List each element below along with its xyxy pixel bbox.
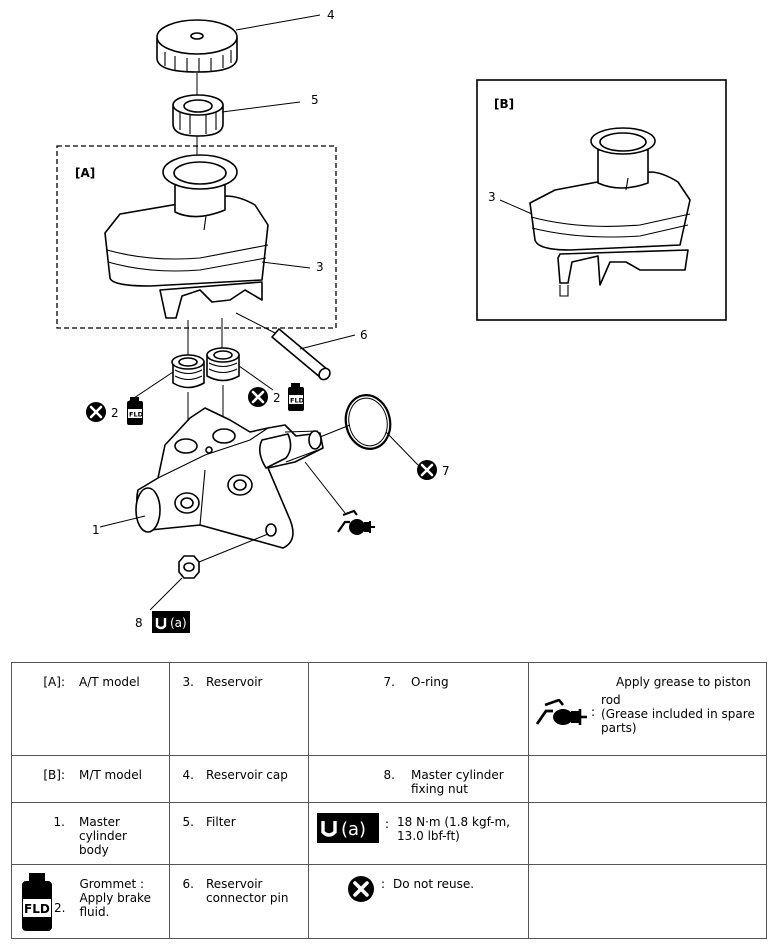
legend-value: Filter (206, 815, 236, 829)
legend-value: Master cylinder fixing nut (411, 768, 504, 796)
svg-text:FLD: FLD (24, 902, 50, 916)
legend-value: A/T model (79, 675, 140, 689)
legend-colon: : (385, 817, 390, 831)
callout-3b: 3 (488, 190, 496, 204)
callout-6: 6 (360, 328, 368, 342)
legend-value: Master cylinder body (79, 815, 127, 857)
legend-colon: : (591, 705, 596, 719)
callout-7: 7 (442, 464, 450, 478)
grommet-right (206, 347, 240, 382)
legend-key: 8. (383, 768, 395, 782)
legend-row: FLD 2. Grommet : Apply brake fluid. 6. Re… (11, 864, 767, 939)
grease-icon (337, 509, 375, 535)
callout-2a: 2 (111, 406, 119, 420)
connector-pin (271, 328, 331, 381)
do-not-reuse-icon (348, 876, 374, 902)
legend-value: M/T model (79, 768, 142, 782)
legend-key: [B]: (43, 768, 65, 782)
legend-value: Grommet : Apply brake fluid. (79, 877, 151, 919)
callout-8: 8 (135, 616, 143, 630)
svg-text:FLD: FLD (129, 411, 144, 419)
reservoir-cap (156, 19, 238, 73)
grease-note-line3: (Grease included in spare parts) (601, 707, 755, 735)
legend-value: Do not reuse. (393, 877, 475, 891)
brake-fluid-icon: FLD (22, 873, 52, 931)
torque-wrench-icon: (a) (317, 813, 379, 843)
callout-3a: 3 (316, 260, 324, 274)
reservoir-at (104, 154, 269, 319)
legend-value: Reservoir (206, 675, 263, 689)
mt-model-frame (476, 79, 727, 321)
legend-key: [A]: (43, 675, 65, 689)
box-a-label: [A] (75, 166, 95, 180)
callout-5: 5 (311, 93, 319, 107)
do-not-reuse-icon (86, 402, 106, 422)
master-cylinder-body (135, 407, 324, 549)
brake-fluid-icon: FLD (288, 383, 305, 411)
legend-key: 1. (53, 815, 65, 829)
legend-value: Reservoir cap (206, 768, 288, 782)
fixing-nut (178, 555, 200, 579)
svg-text:(a): (a) (341, 819, 366, 840)
legend-value: 18 N·m (1.8 kgf-m, 13.0 lbf-ft) (397, 815, 510, 843)
callout-2b: 2 (273, 391, 281, 405)
o-ring (344, 394, 392, 450)
legend-key: 7. (383, 675, 395, 689)
legend-table: [A]: A/T model 3. Reservoir 7. O-ring Apply… (11, 662, 767, 939)
torque-wrench-icon: (a) (152, 611, 190, 633)
exploded-view-diagram: 4 5 [A] 3 6 (56, 8, 727, 633)
do-not-reuse-icon (417, 460, 437, 480)
grease-icon (535, 699, 587, 725)
legend-colon: : (381, 877, 386, 891)
callout-4: 4 (327, 8, 335, 22)
do-not-reuse-icon (248, 387, 268, 407)
svg-text:FLD: FLD (290, 397, 305, 405)
at-model-frame (56, 145, 337, 329)
brake-fluid-icon: FLD (127, 397, 144, 425)
legend-row: [B]: M/T model 4. Reservoir cap 8. Master c… (11, 755, 767, 803)
grease-note-line2: rod (601, 693, 621, 707)
legend-key: 2. (54, 901, 66, 915)
legend-key: 4. (182, 768, 194, 782)
grommet-left (171, 354, 205, 389)
grease-note-line1: Apply grease to piston (616, 675, 751, 689)
box-b-label: [B] (494, 97, 514, 111)
legend-row: [A]: A/T model 3. Reservoir 7. O-ring Apply… (11, 662, 767, 756)
legend-value: Reservoir connector pin (206, 877, 289, 905)
svg-text:(a): (a) (170, 616, 187, 630)
legend-key: 3. (182, 675, 194, 689)
legend-row: 1. Master cylinder body 5. Filter (a) : 18… (11, 802, 767, 865)
legend-value: O-ring (411, 675, 449, 689)
legend-key: 5. (182, 815, 194, 829)
filter (172, 94, 224, 137)
callout-1: 1 (92, 523, 100, 537)
reservoir-mt (529, 127, 691, 297)
legend-key: 6. (182, 877, 194, 891)
